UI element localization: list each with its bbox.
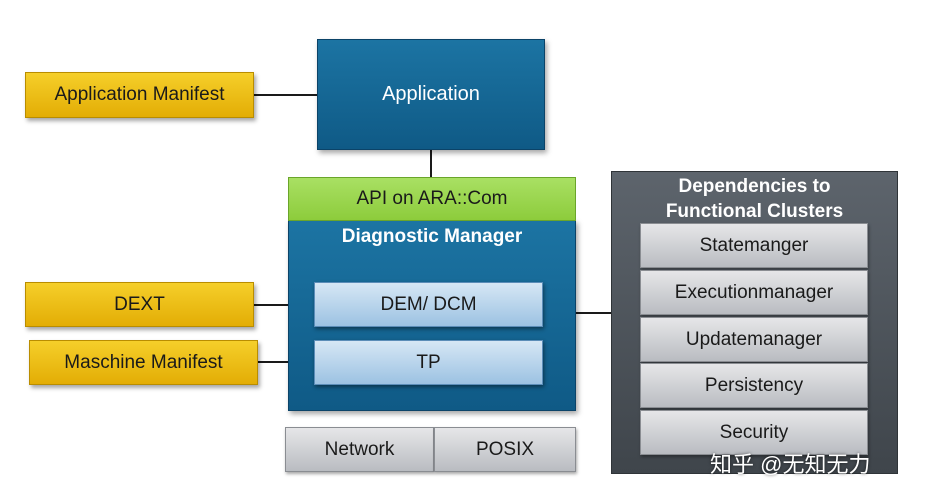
connector-app-manifest <box>254 94 318 96</box>
dependency-label: Executionmanager <box>674 281 834 303</box>
dependency-label: Persistency <box>704 374 804 396</box>
dext-box: DEXT <box>25 282 254 327</box>
connector-dependencies <box>575 312 613 314</box>
application-box: Application <box>317 39 545 150</box>
connector-app-diagnostic <box>430 150 432 178</box>
connector-dext <box>254 304 316 306</box>
application-manifest-box: Application Manifest <box>25 72 254 118</box>
tp-box: TP <box>314 340 543 385</box>
maschine-manifest-box: Maschine Manifest <box>29 340 258 385</box>
dependency-updatemanager: Updatemanager <box>640 317 868 362</box>
posix-box: POSIX <box>434 427 576 472</box>
dem-dcm-box: DEM/ DCM <box>314 282 543 327</box>
dext-label: DEXT <box>114 293 165 315</box>
connector-maschine-manifest <box>258 361 316 363</box>
application-manifest-label: Application Manifest <box>54 84 225 105</box>
diagnostic-manager-title: Diagnostic Manager <box>341 226 523 247</box>
dependency-label: Statemanger <box>699 234 809 256</box>
watermark-text: 知乎 @无知无力 <box>710 452 871 477</box>
tp-label: TP <box>416 351 441 373</box>
posix-label: POSIX <box>475 438 535 460</box>
dependency-statemanger: Statemanger <box>640 223 868 268</box>
api-label: API on ARA::Com <box>356 188 508 209</box>
dependencies-title-line2: Functional Clusters <box>665 201 844 222</box>
dependency-label: Security <box>719 421 789 443</box>
dependency-security: Security <box>640 410 868 455</box>
api-box: API on ARA::Com <box>288 177 576 221</box>
network-box: Network <box>285 427 434 472</box>
dependency-label: Updatemanager <box>685 328 823 350</box>
dependency-persistency: Persistency <box>640 363 868 408</box>
dependencies-title-line1: Dependencies to <box>678 176 831 197</box>
application-label: Application <box>382 83 480 105</box>
network-label: Network <box>324 438 395 460</box>
maschine-manifest-label: Maschine Manifest <box>64 351 223 373</box>
dependency-executionmanager: Executionmanager <box>640 270 868 315</box>
dem-dcm-label: DEM/ DCM <box>380 293 477 315</box>
dependencies-title: Dependencies to Functional Clusters <box>611 174 898 224</box>
